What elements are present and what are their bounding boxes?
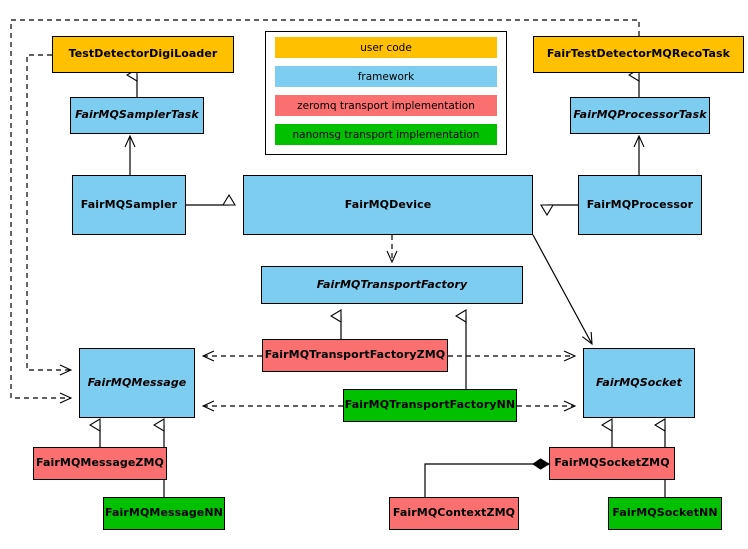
class-node-fairmqprocessor[interactable]: FairMQProcessor bbox=[578, 175, 702, 235]
class-node-fairmqprocessortask[interactable]: FairMQProcessorTask bbox=[570, 97, 710, 134]
legend-item-nanomsg: nanomsg transport implementation bbox=[275, 124, 497, 145]
legend-label-user-code: user code bbox=[360, 41, 412, 54]
class-node-testdetectordigiloader[interactable]: TestDetectorDigiLoader bbox=[52, 36, 234, 73]
class-node-fairmqsocketzmq[interactable]: FairMQSocketZMQ bbox=[549, 447, 675, 480]
legend-item-user-code: user code bbox=[275, 37, 497, 58]
class-node-fairtestdetectormqrecotask[interactable]: FairTestDetectorMQRecoTask bbox=[533, 36, 744, 73]
class-node-fairmqcontextzmq[interactable]: FairMQContextZMQ bbox=[389, 497, 519, 530]
legend-label-nanomsg: nanomsg transport implementation bbox=[292, 128, 480, 141]
class-node-fairmqdevice[interactable]: FairMQDevice bbox=[243, 175, 533, 235]
class-node-fairmqmessagenn[interactable]: FairMQMessageNN bbox=[103, 497, 225, 530]
class-node-fairmqsamplertask[interactable]: FairMQSamplerTask bbox=[70, 97, 204, 134]
edge-socketzmq-contextzmq bbox=[424, 458, 550, 497]
legend-item-zeromq: zeromq transport implementation bbox=[275, 95, 497, 116]
legend-item-framework: framework bbox=[275, 66, 497, 87]
class-node-fairmqtransportfactoryzmq[interactable]: FairMQTransportFactoryZMQ bbox=[262, 339, 448, 372]
edge-device-socket bbox=[532, 234, 592, 344]
class-node-fairmqmessagezmq[interactable]: FairMQMessageZMQ bbox=[33, 447, 167, 480]
class-node-fairmqtransportfactory[interactable]: FairMQTransportFactory bbox=[261, 266, 523, 304]
class-node-fairmqmessage[interactable]: FairMQMessage bbox=[79, 348, 195, 418]
class-node-fairmqsampler[interactable]: FairMQSampler bbox=[72, 175, 186, 235]
legend-label-framework: framework bbox=[357, 70, 415, 83]
class-node-fairmqtransportfactorynn[interactable]: FairMQTransportFactoryNN bbox=[343, 389, 517, 422]
edge-digiloader-message bbox=[26, 54, 71, 370]
class-node-fairmqsocketnn[interactable]: FairMQSocketNN bbox=[608, 497, 722, 530]
class-node-fairmqsocket[interactable]: FairMQSocket bbox=[583, 348, 695, 418]
legend-label-zeromq: zeromq transport implementation bbox=[297, 99, 475, 112]
